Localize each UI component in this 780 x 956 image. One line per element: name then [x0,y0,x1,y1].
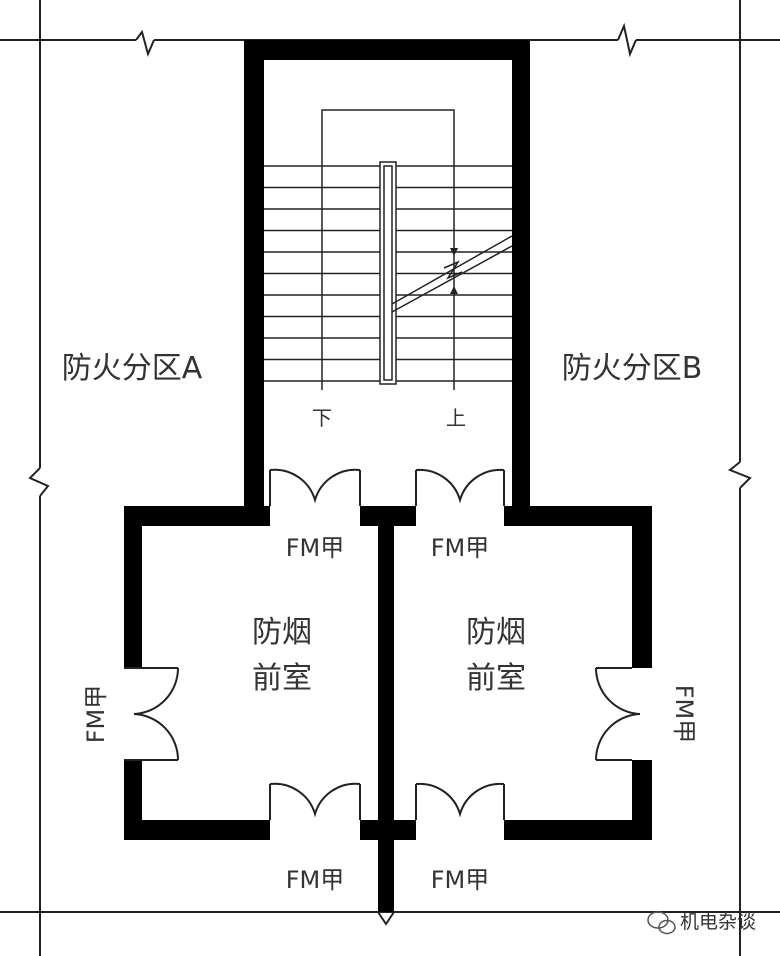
door-side-left [124,667,180,761]
door-bottom-left [269,782,361,820]
door-stair-right [415,468,505,506]
stair-up-label: 上 [446,406,466,430]
door-label-side-left: FM甲 [82,685,110,744]
left-anteroom-label-line1: 防烟 [252,615,312,650]
wechat-icon [647,911,676,935]
watermark: 机电杂谈 [647,911,756,935]
door-side-right [594,667,641,761]
left-anteroom-label-line2: 前室 [252,661,312,696]
partition-break-mark [377,911,395,926]
right-anteroom-label-line1: 防烟 [466,615,526,650]
stair-guides [321,109,513,390]
zone-a-label: 防火分区A [62,351,203,386]
right-anteroom-label-line2: 前室 [466,661,526,696]
door-label-bottom-left: FM甲 [286,866,345,894]
walls [124,40,652,912]
door-label-side-right: FM甲 [670,685,698,744]
watermark-text: 机电杂谈 [680,911,756,933]
door-bottom-right [415,782,505,820]
door-label-stair-left: FM甲 [286,534,345,562]
door-stair-left [269,468,361,506]
zone-b-label: 防火分区B [562,351,703,386]
door-label-bottom-right: FM甲 [431,866,490,894]
door-label-stair-right: FM甲 [431,534,490,562]
doors [124,468,641,820]
stair-down-label: 下 [312,406,332,430]
direction-arrows [450,248,458,294]
